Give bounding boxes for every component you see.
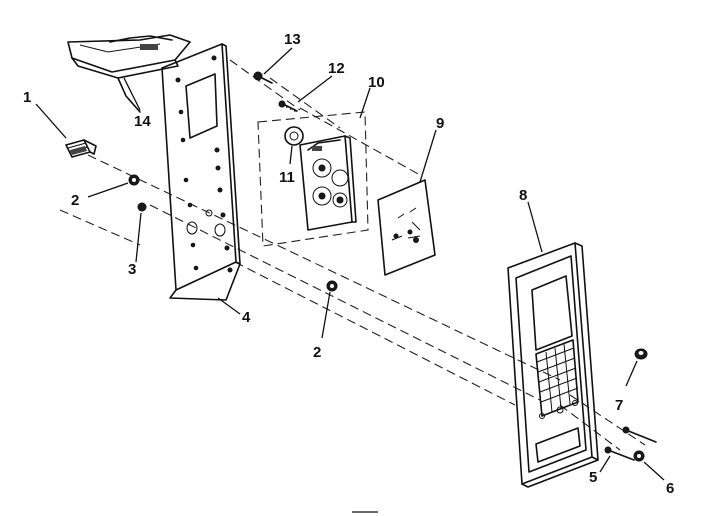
callout-9: 9 xyxy=(436,115,444,132)
part-4-back-plate xyxy=(161,43,241,301)
part-10-control-board-group xyxy=(257,111,369,247)
callout-12: 12 xyxy=(328,60,345,77)
callout-10: 10 xyxy=(368,74,385,91)
callout-6: 6 xyxy=(666,480,674,497)
part-11-knob xyxy=(284,126,304,146)
part-14-top-bracket xyxy=(67,34,191,113)
part-2-nut-upper xyxy=(128,174,140,186)
part-3-nut xyxy=(137,202,147,212)
part-8-control-panel xyxy=(507,242,599,488)
callout-2b: 2 xyxy=(313,344,321,361)
callout-7: 7 xyxy=(615,397,623,414)
callout-11: 11 xyxy=(279,169,295,186)
callout-4: 4 xyxy=(242,309,251,326)
callout-5: 5 xyxy=(589,469,597,486)
part-7-knob xyxy=(634,348,648,360)
callout-14: 14 xyxy=(134,113,151,130)
callout-8: 8 xyxy=(519,187,527,204)
callout-13: 13 xyxy=(284,31,301,48)
part-9-overlay-panel xyxy=(377,179,436,276)
part-12-screw xyxy=(278,100,298,113)
part-1-bolt xyxy=(65,139,97,158)
leader-lines xyxy=(35,47,665,481)
callout-3: 3 xyxy=(128,261,136,278)
callout-2a: 2 xyxy=(71,192,79,209)
part-13-screw xyxy=(253,71,273,84)
callouts: 1 2 2 3 4 5 6 7 8 9 10 11 12 13 14 xyxy=(23,31,674,497)
part-6-nut xyxy=(633,450,645,462)
callout-1: 1 xyxy=(23,89,31,106)
part-2-nut-lower xyxy=(326,280,338,292)
part-5-screws xyxy=(604,426,657,461)
